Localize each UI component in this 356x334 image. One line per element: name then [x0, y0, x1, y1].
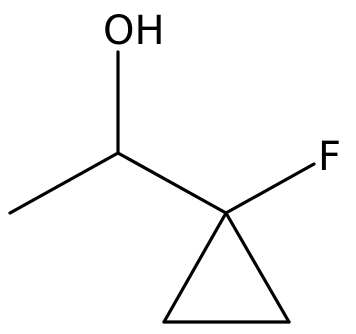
ring-bond-left	[162, 211, 228, 324]
fluorine-label: F	[318, 134, 341, 180]
bond-cyclopropyl-fluorine	[224, 162, 316, 215]
bond-c1-methyl	[8, 151, 120, 215]
ring-bond-right	[224, 211, 291, 324]
hydroxyl-label: OH	[103, 8, 165, 54]
bond-c1-cyclopropyl	[116, 151, 228, 215]
